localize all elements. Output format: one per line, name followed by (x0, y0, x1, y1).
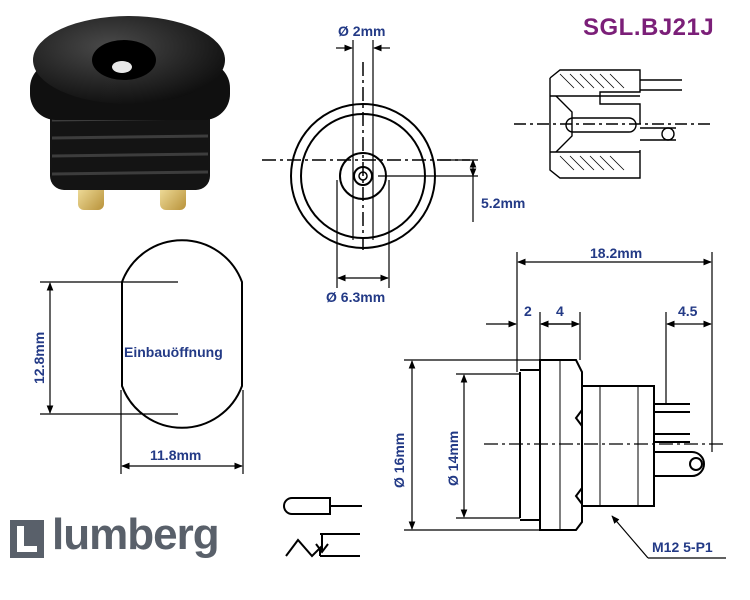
cutout-outline (121, 239, 243, 429)
bore-diameter-label: Ø 6.3mm (326, 289, 385, 305)
section-view (514, 69, 712, 179)
thread-body (520, 369, 541, 521)
lumberg-logo-icon (10, 520, 44, 558)
spring-contact-symbol (285, 538, 321, 558)
housing (581, 385, 655, 507)
cutout-label: Einbauöffnung (124, 344, 223, 360)
schematic-symbol (283, 497, 362, 558)
connector-photo (30, 16, 230, 210)
brand-name: lumberg (52, 510, 220, 559)
thread-spec-label: M12 5-P1 (652, 539, 713, 555)
panel-cutout (40, 239, 244, 474)
thread-diameter-label: Ø 14mm (445, 431, 461, 486)
hex-nut (539, 359, 583, 531)
offset-label: 5.2mm (481, 195, 525, 211)
front-view (262, 40, 478, 288)
cutout-height-label: 12.8mm (31, 332, 47, 384)
side-view (404, 252, 726, 559)
socket-bore (92, 40, 156, 80)
outer-diameter-label: Ø 16mm (391, 433, 407, 488)
cutout-width-label: 11.8mm (150, 447, 201, 463)
nut-label: 4 (556, 303, 564, 319)
solder-lug (654, 451, 705, 477)
flange-label: 2 (524, 303, 532, 319)
center-pin (112, 61, 132, 73)
pin-diameter-label: Ø 2mm (338, 23, 385, 39)
plug-symbol (283, 497, 331, 515)
part-number-title: SGL.BJ21J (583, 14, 715, 41)
tabs-label: 4.5 (678, 303, 698, 319)
total-length-label: 18.2mm (590, 245, 642, 261)
